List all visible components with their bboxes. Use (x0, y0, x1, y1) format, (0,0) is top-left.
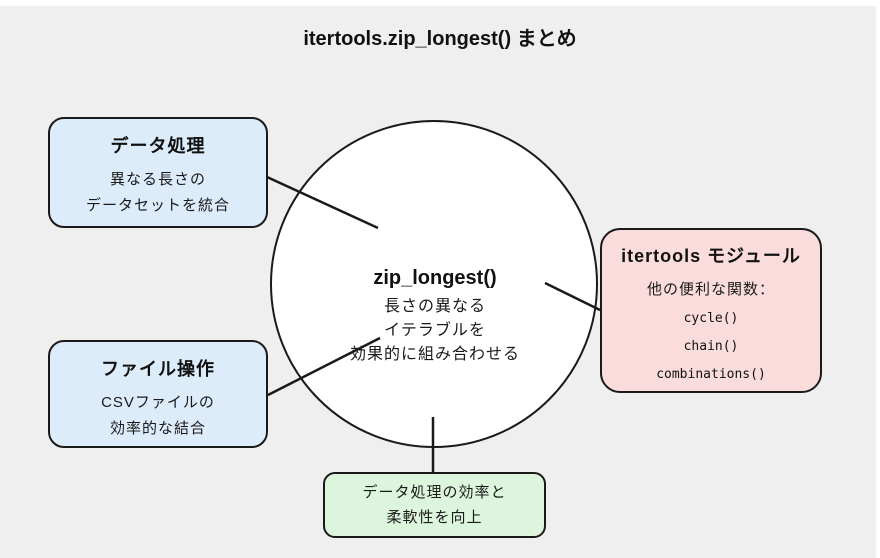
central-node-line: 効果的に組み合わせる (349, 346, 520, 363)
node-data-processing: データ処理 異なる長さの データセットを統合 (48, 117, 268, 228)
connector-itertools-module (544, 281, 601, 312)
node-title: データ処理 (110, 136, 206, 156)
node-title: ファイル操作 (101, 359, 215, 379)
node-title: itertools モジュール (621, 246, 801, 266)
node-line: CSVファイルの (101, 394, 215, 411)
node-subtitle: 他の便利な関数： (646, 281, 775, 298)
connector-data-processing (266, 175, 379, 230)
node-line: 効率的な結合 (109, 420, 206, 437)
node-line: 柔軟性を向上 (386, 509, 483, 526)
node-benefit: データ処理の効率と 柔軟性を向上 (323, 472, 546, 538)
node-line: データセットを統合 (85, 197, 230, 214)
node-line: データ処理の効率と (362, 484, 507, 501)
page-title: itertools.zip_longest() まとめ (303, 28, 577, 50)
function-name: chain() (683, 339, 739, 354)
function-name: cycle() (683, 311, 739, 326)
central-node: zip_longest() 長さの異なる イテラブルを 効果的に組み合わせる (325, 265, 545, 367)
central-node-line: 長さの異なる (383, 298, 486, 315)
node-file-operations: ファイル操作 CSVファイルの 効率的な結合 (48, 340, 268, 448)
node-itertools-module: itertools モジュール 他の便利な関数： cycle() chain()… (600, 228, 822, 393)
central-node-line: イテラブルを (384, 322, 486, 339)
central-node-title: zip_longest() (373, 267, 497, 289)
connector-file-operations (267, 336, 381, 397)
function-name: combinations() (656, 367, 766, 382)
node-line: 異なる長さの (109, 171, 206, 188)
